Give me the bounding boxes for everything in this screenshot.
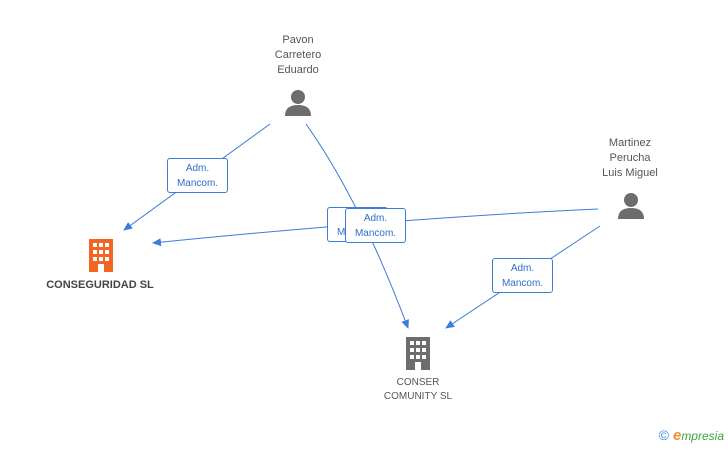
edge-label-pavon-conseguridad: Adm. Mancom. xyxy=(167,158,228,193)
person-label-pavon[interactable]: Pavon Carretero Eduardo xyxy=(248,33,348,78)
copyright-icon: © xyxy=(658,427,669,443)
empresia-logo-initial: e xyxy=(672,427,682,444)
edge-label-line: Adm. xyxy=(185,163,210,174)
person-name-line: Eduardo xyxy=(277,64,319,76)
person-name-line: Luis Miguel xyxy=(602,167,658,179)
edge-label-line: Mancom. xyxy=(176,178,219,189)
edge-label-line: Adm. xyxy=(363,213,388,224)
person-icon-pavon[interactable] xyxy=(285,90,311,116)
company-label-conseguridad[interactable]: CONSEGURIDAD SL xyxy=(30,278,170,292)
person-name-line: Pavon xyxy=(282,34,314,46)
edge-label-pavon-conser: Adm. Mancom. xyxy=(345,208,406,243)
company-name-line: CONSER xyxy=(396,377,440,388)
person-name-line: Carretero xyxy=(274,49,322,61)
person-label-martinez[interactable]: Martinez Perucha Luis Miguel xyxy=(578,136,682,181)
person-name-line: Martinez xyxy=(608,137,652,149)
empresia-logo-text: mpresia xyxy=(681,429,724,443)
company-name-line: COMUNITY SL xyxy=(383,391,453,402)
edge-label-martinez-conser: Adm. Mancom. xyxy=(492,258,553,293)
empresia-watermark: ©empresia xyxy=(659,427,724,444)
building-icon-conser[interactable] xyxy=(406,337,430,370)
building-icon-conseguridad[interactable] xyxy=(89,239,113,272)
person-icon-martinez[interactable] xyxy=(618,193,644,219)
company-name-line: CONSEGURIDAD SL xyxy=(46,279,154,291)
edge-label-line: Mancom. xyxy=(501,278,544,289)
company-label-conser[interactable]: CONSER COMUNITY SL xyxy=(368,376,468,404)
edge-label-line: Adm. xyxy=(510,263,535,274)
edge-label-line: Mancom. xyxy=(354,228,397,239)
person-name-line: Perucha xyxy=(609,152,651,164)
